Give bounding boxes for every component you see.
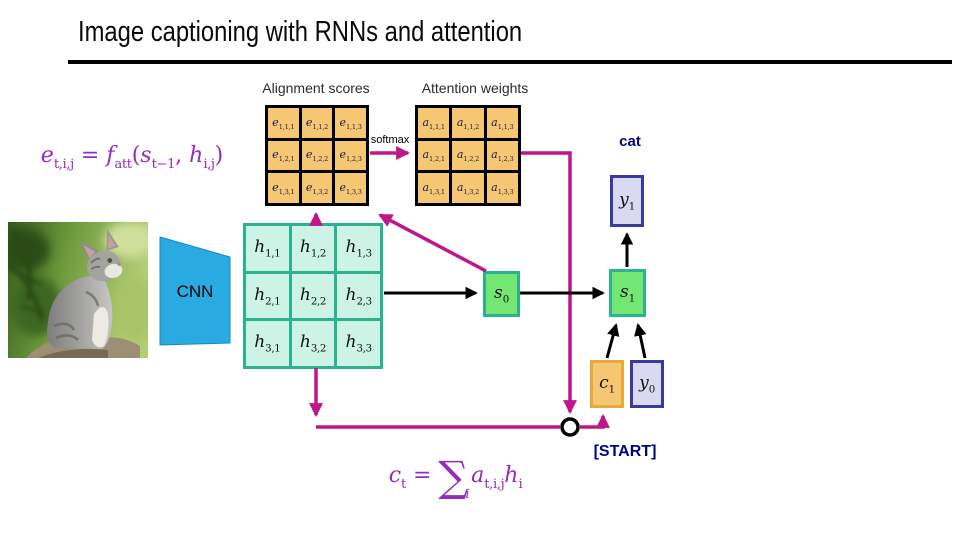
alignment-scores-label: Alignment scores [262,80,370,96]
attention-grid-cell: a1,1,1 [418,108,450,138]
features-grid-cell: h2,2 [291,273,335,319]
context-box-c1: c1 [590,360,624,408]
state-box-s0: s0 [483,271,520,317]
state-to-scores-arrow [378,213,487,273]
attention-grid-cell: a1,1,2 [452,108,484,138]
attention-grid-cell: a1,3,1 [418,173,450,203]
alignment-grid-cell: e1,3,2 [301,173,333,203]
page-title: Image captioning with RNNs and attention [78,16,523,48]
features-grid-cell: h1,1 [246,226,289,271]
attention-grid-cell: a1,2,2 [452,140,484,171]
features-grid-cell: h1,3 [337,226,380,271]
alignment-grid-cell: e1,2,2 [301,140,333,171]
features-grid-cell: h1,2 [291,226,335,271]
attention-grid-cell: a1,1,3 [486,108,518,138]
cat-photo [8,222,148,358]
alignment-grid-cell: e1,1,2 [301,108,333,138]
cnn-label: CNN [176,282,214,301]
context-formula: ct = ∑iat,i,jhi [388,452,523,503]
pine-branches [8,228,45,321]
softmax-label: softmax [370,134,410,146]
start-token-label: [START] [593,443,657,460]
c1-to-s1-arrow [605,323,620,359]
rock-shadow [38,349,108,358]
state-box-s1: s1 [609,269,646,317]
attention-grid-cell: a1,2,3 [486,140,518,171]
predicted-word-label: cat [619,133,641,150]
alignment-formula: et,i,j = fatt(st−1, hi,j) [40,143,224,172]
attention-grid-cell: a1,3,2 [452,173,484,203]
features-grid-cell: h2,1 [246,273,289,319]
y0-to-s1-arrow [634,323,647,359]
alignment-grid-cell: e1,1,3 [335,108,366,138]
features-grid-cell: h3,3 [337,321,380,366]
input-box-y0: y0 [630,360,664,408]
alignment-grid-cell: e1,2,1 [268,140,299,171]
combine-to-context-arrow [580,413,610,429]
cat-illustration [47,229,123,349]
attention-weights-label: Attention weights [421,80,529,96]
features-grid-cell: h3,1 [246,321,289,366]
alignment-grid-cell: e1,3,3 [335,173,366,203]
title-underline [68,60,952,64]
attention-grid-cell: a1,2,1 [418,140,450,171]
attention-grid-cell: a1,3,3 [486,173,518,203]
cnn-polygon [159,236,231,346]
cnn-trapezoid [159,236,231,346]
alignment-grid-cell: e1,2,3 [335,140,366,171]
context-combine-node [560,417,580,437]
alignment-grid-cell: e1,3,1 [268,173,299,203]
sigma-icon: ∑ [438,452,469,502]
attention-to-combine-arrow [521,151,577,415]
alignment-grid-cell: e1,1,1 [268,108,299,138]
features-grid-cell: h3,2 [291,321,335,366]
features-grid-cell: h2,3 [337,273,380,319]
output-box-y1: y1 [610,175,644,227]
